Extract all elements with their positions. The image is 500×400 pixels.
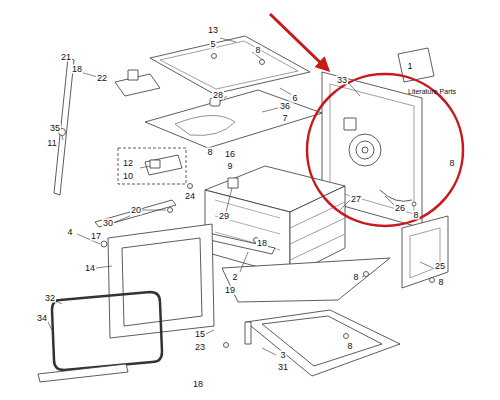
callout-number: 8 [352, 273, 359, 282]
callout-number: 17 [90, 232, 102, 241]
callout-number: 35 [49, 124, 61, 133]
callout-number: 18 [256, 239, 268, 248]
bottom-tray [246, 310, 400, 376]
callout-number: 16 [224, 150, 236, 159]
callout-number: 32 [44, 294, 56, 303]
vent-bar [95, 200, 176, 227]
callout-number: 9 [226, 162, 233, 171]
callout-number: 24 [184, 192, 196, 201]
callout-number: 15 [194, 330, 206, 339]
callout-number: 28 [212, 91, 224, 100]
callout-number: 20 [130, 206, 142, 215]
callout-number: 11 [46, 139, 57, 148]
upper-panel [145, 90, 322, 148]
callout-number: 8 [346, 342, 353, 351]
callout-number: 3 [279, 351, 286, 360]
highlight-arrow [270, 14, 328, 70]
callout-number: 30 [102, 219, 114, 228]
floor-panel [222, 258, 390, 302]
callout-number: 12 [122, 159, 134, 168]
callout-number: 14 [84, 264, 96, 273]
callout-number: 1 [406, 62, 413, 71]
callout-number: 34 [36, 314, 48, 323]
callout-number: 21 [60, 53, 72, 62]
bottom-strip [38, 364, 128, 382]
callout-number: 13 [207, 26, 219, 35]
callout-number: 22 [96, 74, 108, 83]
callout-number: 8 [254, 46, 261, 55]
callout-number: 18 [192, 380, 204, 389]
callout-number: 5 [209, 40, 216, 49]
door-gasket [52, 292, 162, 370]
callout-number: 6 [291, 94, 298, 103]
callout-number: 36 [279, 102, 291, 111]
callout-number: 4 [66, 228, 73, 237]
callout-number: 7 [281, 114, 288, 123]
callout-number: 18 [71, 65, 83, 74]
callout-number: 8 [206, 148, 213, 157]
callout-number: 33 [336, 76, 348, 85]
callout-number: 23 [194, 343, 206, 352]
callout-number: 8 [412, 211, 419, 220]
side-panel [402, 216, 448, 288]
note-label: Literature Parts [407, 88, 457, 95]
callout-number: 10 [122, 172, 134, 181]
callout-number: 31 [277, 363, 289, 372]
callout-number: 2 [231, 273, 238, 282]
callout-number: 26 [394, 204, 406, 213]
callout-number: 19 [224, 286, 236, 295]
top-panel [150, 36, 310, 94]
callout-number: 25 [434, 262, 446, 271]
callout-number: 29 [218, 212, 230, 221]
callout-number: 8 [437, 278, 444, 287]
callout-number: 27 [350, 195, 362, 204]
callout-number: 8 [448, 159, 455, 168]
highlight-ellipse [307, 74, 463, 226]
